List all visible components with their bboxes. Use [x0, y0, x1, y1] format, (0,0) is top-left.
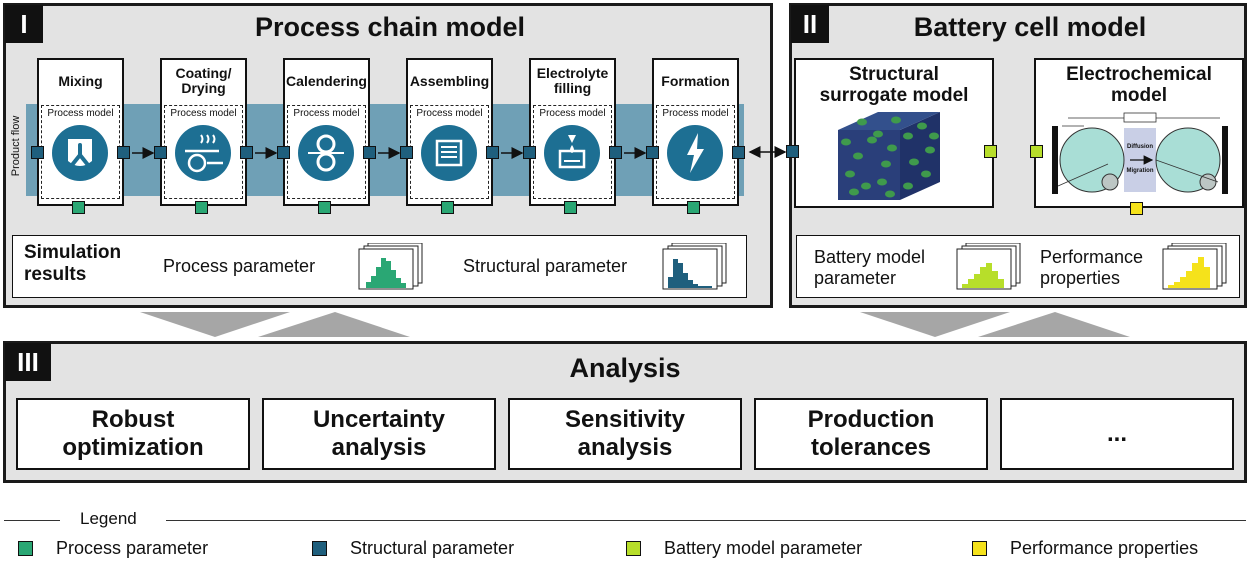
structural-output-port	[240, 146, 253, 159]
migration-label: Migration	[1127, 168, 1154, 174]
legend-item-label: Structural parameter	[350, 538, 515, 558]
legend-item-label: Battery model parameter	[664, 538, 863, 558]
structural-input-port	[646, 146, 659, 159]
process-step-name: Mixing	[58, 73, 103, 89]
process-chain-title: Process chain model	[254, 12, 526, 42]
electrochemical-model-output-port	[1130, 202, 1143, 215]
analysis-method-box: ...	[1000, 398, 1234, 470]
structural-input-port	[31, 146, 44, 159]
panel-numeral-1: I	[5, 5, 43, 43]
process-model-label: Process model	[293, 108, 360, 119]
structural-output-port	[363, 146, 376, 159]
process-parameter-result-label: Process parameter	[163, 256, 316, 276]
process-step-name: Coating/ Drying	[175, 65, 232, 96]
process-model-label: Process model	[47, 108, 114, 119]
coating-drying-icon	[175, 125, 231, 181]
structural-model-input-port	[786, 145, 799, 158]
structural-parameter-histogram-icon	[662, 243, 727, 290]
legend-item-label: Process parameter	[56, 538, 209, 558]
process-model-label: Process model	[662, 108, 729, 119]
process-model-label: Process model	[539, 108, 606, 119]
process-model-label: Process model	[416, 108, 483, 119]
legend-item-label: Performance properties	[1010, 538, 1199, 558]
structural-parameter-result-label: Structural parameter	[463, 256, 628, 276]
process-parameter-port	[195, 201, 208, 214]
mixing-icon	[52, 125, 108, 181]
analysis-method-box: Production tolerances	[754, 398, 988, 470]
structural-input-port	[277, 146, 290, 159]
process-parameter-port	[564, 201, 577, 214]
process-parameter-port	[72, 201, 85, 214]
analysis-title: Analysis	[569, 353, 681, 383]
performance-properties-histogram-icon	[1162, 243, 1227, 290]
electrochemical-cell-diagram: Diffusion Migration	[1052, 112, 1228, 194]
battery-cell-title: Battery cell model	[913, 12, 1147, 42]
panel-numeral-3: III	[5, 343, 51, 381]
formation-icon	[667, 125, 723, 181]
process-parameter-port	[687, 201, 700, 214]
diffusion-label: Diffusion	[1127, 144, 1153, 150]
simulation-results-label: Simulation results	[24, 242, 122, 285]
calendering-icon	[298, 125, 354, 181]
process-step-name: Electrolyte filling	[536, 65, 609, 96]
legend-swatch	[312, 541, 327, 556]
structural-output-port	[609, 146, 622, 159]
structural-model-output-port	[984, 145, 997, 158]
structural-surrogate-model-title: Structural surrogate model	[819, 64, 969, 106]
microstructure-cube-image	[838, 112, 940, 200]
electrochemical-model-title: Electrochemical model	[1066, 64, 1212, 106]
battery-model-parameter-result-label: Battery model parameter	[814, 247, 926, 288]
process-parameter-histogram-icon	[358, 243, 423, 290]
legend-title: Legend	[80, 509, 137, 528]
process-step-name: Calendering	[286, 73, 367, 89]
process-parameter-port	[441, 201, 454, 214]
process-step-name: Formation	[661, 73, 730, 89]
analysis-method-box: Sensitivity analysis	[508, 398, 742, 470]
structural-output-port	[732, 146, 745, 159]
structural-output-port	[117, 146, 130, 159]
performance-properties-result-label: Performance properties	[1040, 247, 1144, 288]
structural-input-port	[400, 146, 413, 159]
panel-numeral-2: II	[791, 5, 829, 43]
legend-swatch	[972, 541, 987, 556]
electrochemical-model-input-port	[1030, 145, 1043, 158]
process-model-label: Process model	[170, 108, 237, 119]
structural-input-port	[154, 146, 167, 159]
analysis-method-box: Uncertainty analysis	[262, 398, 496, 470]
process-parameter-port	[318, 201, 331, 214]
legend-swatch	[626, 541, 641, 556]
assembling-icon	[421, 125, 477, 181]
electrolyte-filling-icon	[544, 125, 600, 181]
legend-rule-right	[166, 520, 1246, 521]
process-step-name: Assembling	[409, 73, 490, 89]
legend-rule-left	[4, 520, 60, 521]
analysis-method-box: Robust optimization	[16, 398, 250, 470]
structural-output-port	[486, 146, 499, 159]
legend-swatch	[18, 541, 33, 556]
structural-input-port	[523, 146, 536, 159]
battery-model-parameter-histogram-icon	[956, 243, 1021, 290]
